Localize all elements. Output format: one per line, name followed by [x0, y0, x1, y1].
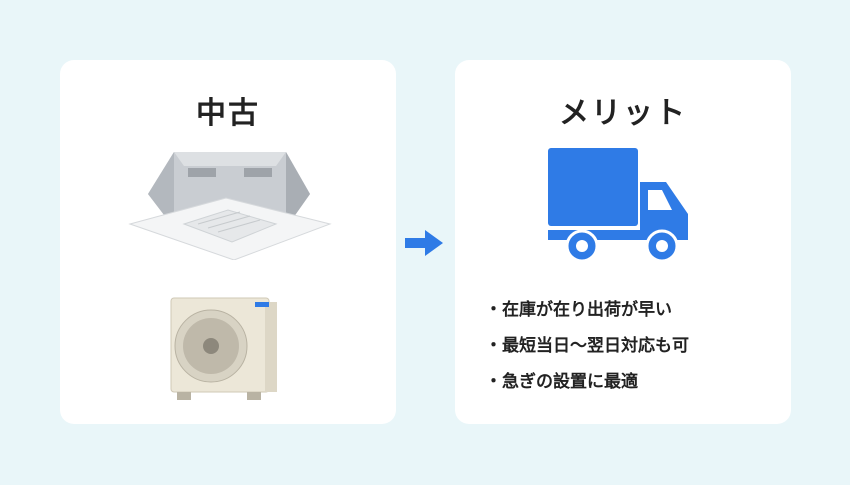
- used-card: 中古: [60, 60, 396, 424]
- merit-item: ・最短当日〜翌日対応も可: [485, 336, 689, 356]
- truck-icon: [548, 148, 688, 262]
- merit-card: メリット ・在庫が在り出荷が早い ・最短当日〜翌日対応も可 ・急ぎの設置に最適: [455, 60, 791, 424]
- outdoor-ac-unit-icon: [170, 297, 277, 400]
- merit-list: ・在庫が在り出荷が早い ・最短当日〜翌日対応も可 ・急ぎの設置に最適: [485, 292, 689, 400]
- merit-item: ・急ぎの設置に最適: [485, 372, 638, 392]
- merit-item: ・在庫が在り出荷が早い: [485, 300, 672, 320]
- merit-title: メリット: [559, 96, 687, 131]
- used-title: 中古: [196, 96, 260, 131]
- arrow-right-icon: [405, 230, 443, 256]
- ceiling-cassette-ac-icon: [128, 152, 332, 260]
